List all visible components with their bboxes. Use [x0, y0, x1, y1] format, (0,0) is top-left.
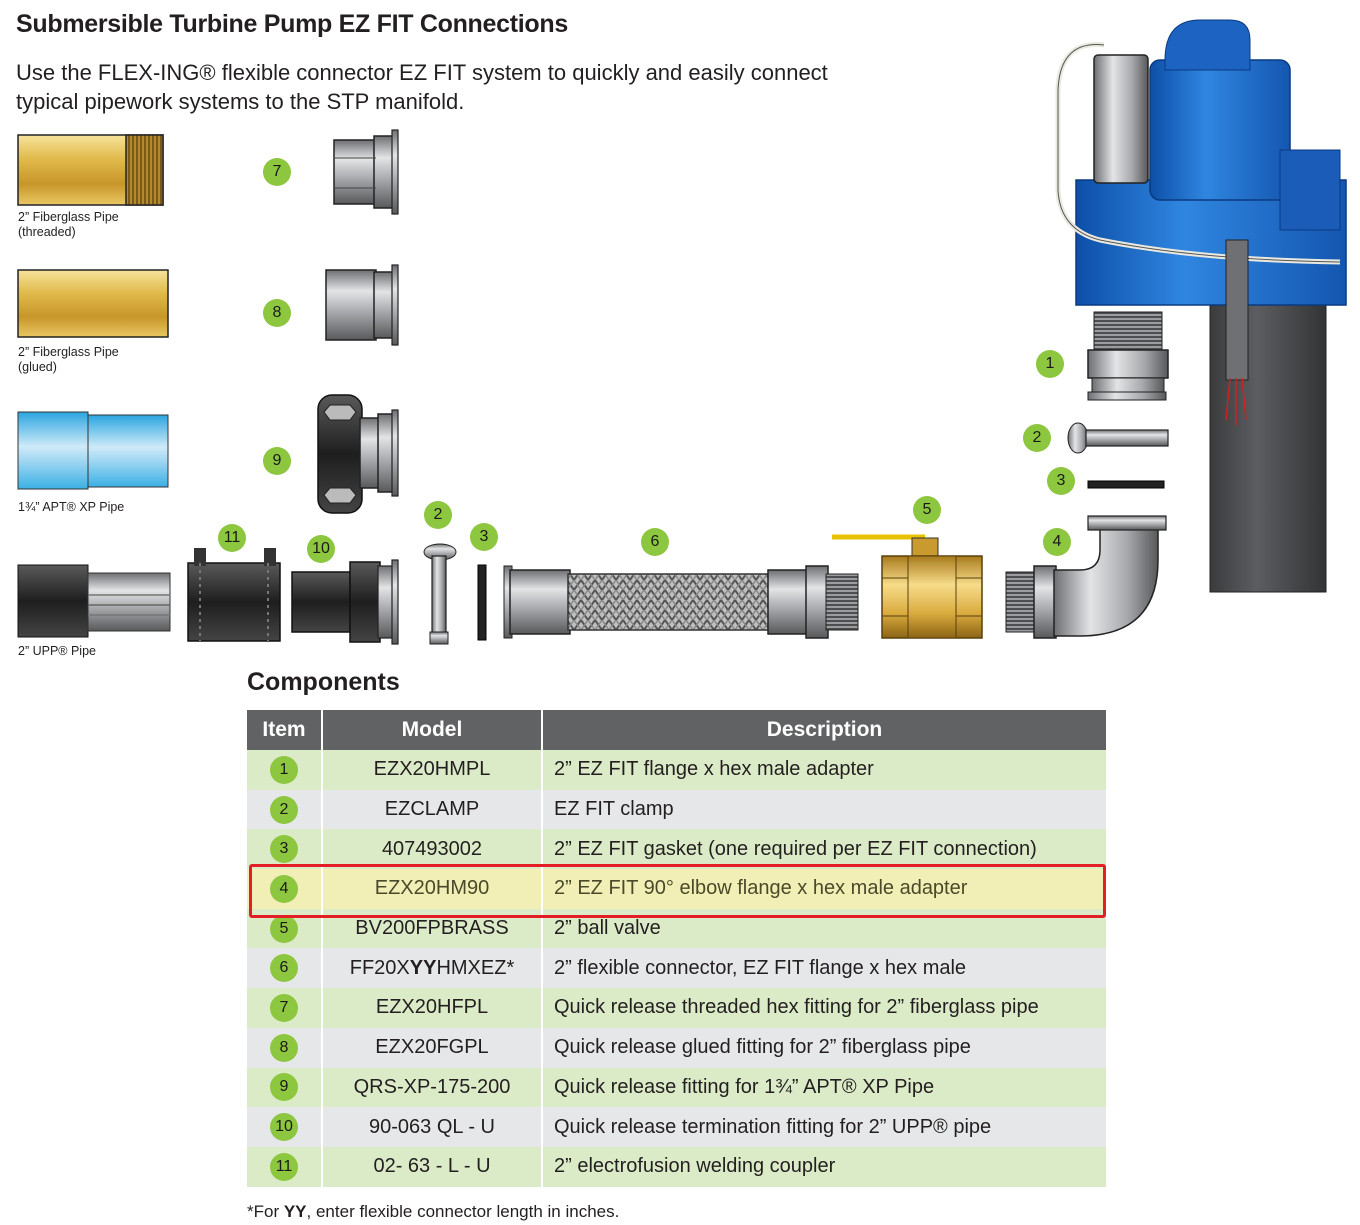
pipe-label-fiberglass-threaded: 2” Fiberglass Pipe(threaded)	[18, 210, 119, 239]
table-row: 1 EZX20HMPL 2” EZ FIT flange x hex male …	[247, 750, 1106, 790]
table-header-row: Item Model Description	[247, 710, 1106, 750]
description-cell: Quick release threaded hex fitting for 2…	[542, 988, 1106, 1028]
item-2-clamp-vertical	[1067, 422, 1169, 454]
table-row: 3 407493002 2” EZ FIT gasket (one requir…	[247, 829, 1106, 870]
model-cell: 90-063 QL - U	[322, 1107, 543, 1147]
header-model: Model	[322, 710, 543, 750]
fiberglass-threaded-pipe	[17, 134, 164, 206]
diagram-badge-11: 11	[218, 524, 246, 552]
item-badge: 6	[270, 954, 298, 983]
model-cell: FF20XYYHMXEZ*	[322, 948, 543, 989]
intro-line-2: typical pipework systems to the STP mani…	[16, 89, 465, 114]
model-cell: 02- 63 - L - U	[322, 1146, 543, 1187]
item-2-clamp	[423, 543, 457, 645]
description-cell: 2” EZ FIT flange x hex male adapter	[542, 750, 1106, 790]
table-row: 7 EZX20HFPL Quick release threaded hex f…	[247, 988, 1106, 1028]
model-suffix: HMXEZ*	[436, 956, 515, 979]
description-cell: EZ FIT clamp	[542, 789, 1106, 830]
connection-diagram	[17, 19, 1347, 645]
diagram-badge-4: 4	[1043, 528, 1071, 556]
diagram-badge-3-left: 3	[470, 523, 498, 551]
table-row-highlighted: 4 EZX20HM90 2” EZ FIT 90° elbow flange x…	[247, 869, 1106, 909]
item-4-elbow-adapter	[1005, 515, 1167, 639]
description-cell: 2” electrofusion welding coupler	[542, 1146, 1106, 1187]
fitting-9-quick-release	[317, 394, 399, 514]
table-row: 6 FF20XYYHMXEZ* 2” flexible connector, E…	[247, 948, 1106, 989]
pipe-label-upp: 2” UPP® Pipe	[18, 644, 96, 658]
model-cell: EZX20HMPL	[322, 750, 543, 790]
diagram-badge-2-left: 2	[424, 501, 452, 529]
model-cell: EZX20HFPL	[322, 988, 543, 1028]
components-heading: Components	[247, 668, 400, 696]
item-badge: 2	[270, 795, 298, 824]
pipe-label-apt-xp: 1¾” APT® XP Pipe	[18, 500, 125, 514]
item-6-flexible-connector	[503, 565, 859, 639]
item-10-termination-fitting	[291, 559, 399, 645]
item-5-ball-valve	[832, 534, 983, 639]
model-length-code: YY	[409, 956, 437, 979]
item-badge: 11	[270, 1152, 298, 1181]
table-row: 9 QRS-XP-175-200 Quick release fitting f…	[247, 1067, 1106, 1108]
description-cell: Quick release termination fitting for 2”…	[542, 1107, 1106, 1147]
item-11-electrofusion-coupler	[187, 548, 281, 642]
description-cell: Quick release fitting for 1¾” APT® XP Pi…	[542, 1067, 1106, 1108]
model-cell: EZX20HM90	[322, 869, 543, 909]
fitting-8-glued	[325, 264, 399, 346]
header-item: Item	[247, 710, 323, 750]
item-badge: 8	[270, 1033, 298, 1062]
table-row: 2 EZCLAMP EZ FIT clamp	[247, 789, 1106, 830]
item-3-gasket	[477, 564, 487, 641]
model-cell: 407493002	[322, 829, 543, 870]
highlight-box	[249, 864, 1106, 918]
diagram-badge-6: 6	[641, 528, 669, 556]
diagram-badge-2-right: 2	[1023, 424, 1051, 452]
description-cell: Quick release glued fitting for 2” fiber…	[542, 1027, 1106, 1068]
model-cell: QRS-XP-175-200	[322, 1067, 543, 1108]
model-cell: EZX20FGPL	[322, 1027, 543, 1068]
item-badge: 7	[270, 993, 298, 1022]
page-title: Submersible Turbine Pump EZ FIT Connecti…	[16, 10, 568, 38]
item-badge: 4	[270, 874, 298, 903]
pipe-label-fiberglass-glued: 2” Fiberglass Pipe(glued)	[18, 345, 119, 374]
diagram-badge-8: 8	[263, 299, 291, 327]
item-3-gasket-vertical	[1087, 480, 1165, 489]
item-badge: 3	[270, 835, 298, 864]
components-table: Item Model Description 1 EZX20HMPL 2” EZ…	[247, 710, 1106, 1187]
fiberglass-glued-pipe	[17, 269, 169, 338]
header-description: Description	[542, 710, 1106, 750]
table-row: 8 EZX20FGPL Quick release glued fitting …	[247, 1027, 1106, 1068]
description-cell: 2” EZ FIT gasket (one required per EZ FI…	[542, 829, 1106, 870]
diagram-badge-7: 7	[263, 158, 291, 186]
intro-line-1: Use the FLEX-ING® flexible connector EZ …	[16, 60, 828, 85]
description-cell: 2” flexible connector, EZ FIT flange x h…	[542, 948, 1106, 989]
footnote: *For YY, enter flexible connector length…	[247, 1202, 620, 1221]
diagram-badge-9: 9	[263, 447, 291, 475]
upp-pipe	[17, 564, 171, 638]
table-row: 10 90-063 QL - U Quick release terminati…	[247, 1107, 1106, 1147]
fitting-7-threaded-hex	[333, 129, 399, 215]
diagram-badge-5: 5	[913, 496, 941, 524]
model-cell: EZCLAMP	[322, 789, 543, 830]
item-1-hex-male-adapter	[1087, 311, 1169, 401]
intro-text: Use the FLEX-ING® flexible connector EZ …	[16, 58, 916, 116]
table-row: 11 02- 63 - L - U 2” electrofusion weldi…	[247, 1146, 1106, 1187]
stp-pump	[1055, 19, 1347, 593]
item-badge: 10	[270, 1113, 298, 1142]
description-cell: 2” EZ FIT 90° elbow flange x hex male ad…	[542, 869, 1106, 909]
item-badge: 5	[270, 914, 298, 943]
item-badge: 1	[270, 755, 298, 784]
diagram-badge-3-right: 3	[1047, 467, 1075, 495]
model-prefix: FF20X	[349, 956, 410, 979]
item-badge: 9	[270, 1073, 298, 1102]
apt-xp-pipe	[17, 411, 169, 490]
diagram-badge-10: 10	[307, 535, 335, 563]
diagram-badge-1: 1	[1036, 350, 1064, 378]
